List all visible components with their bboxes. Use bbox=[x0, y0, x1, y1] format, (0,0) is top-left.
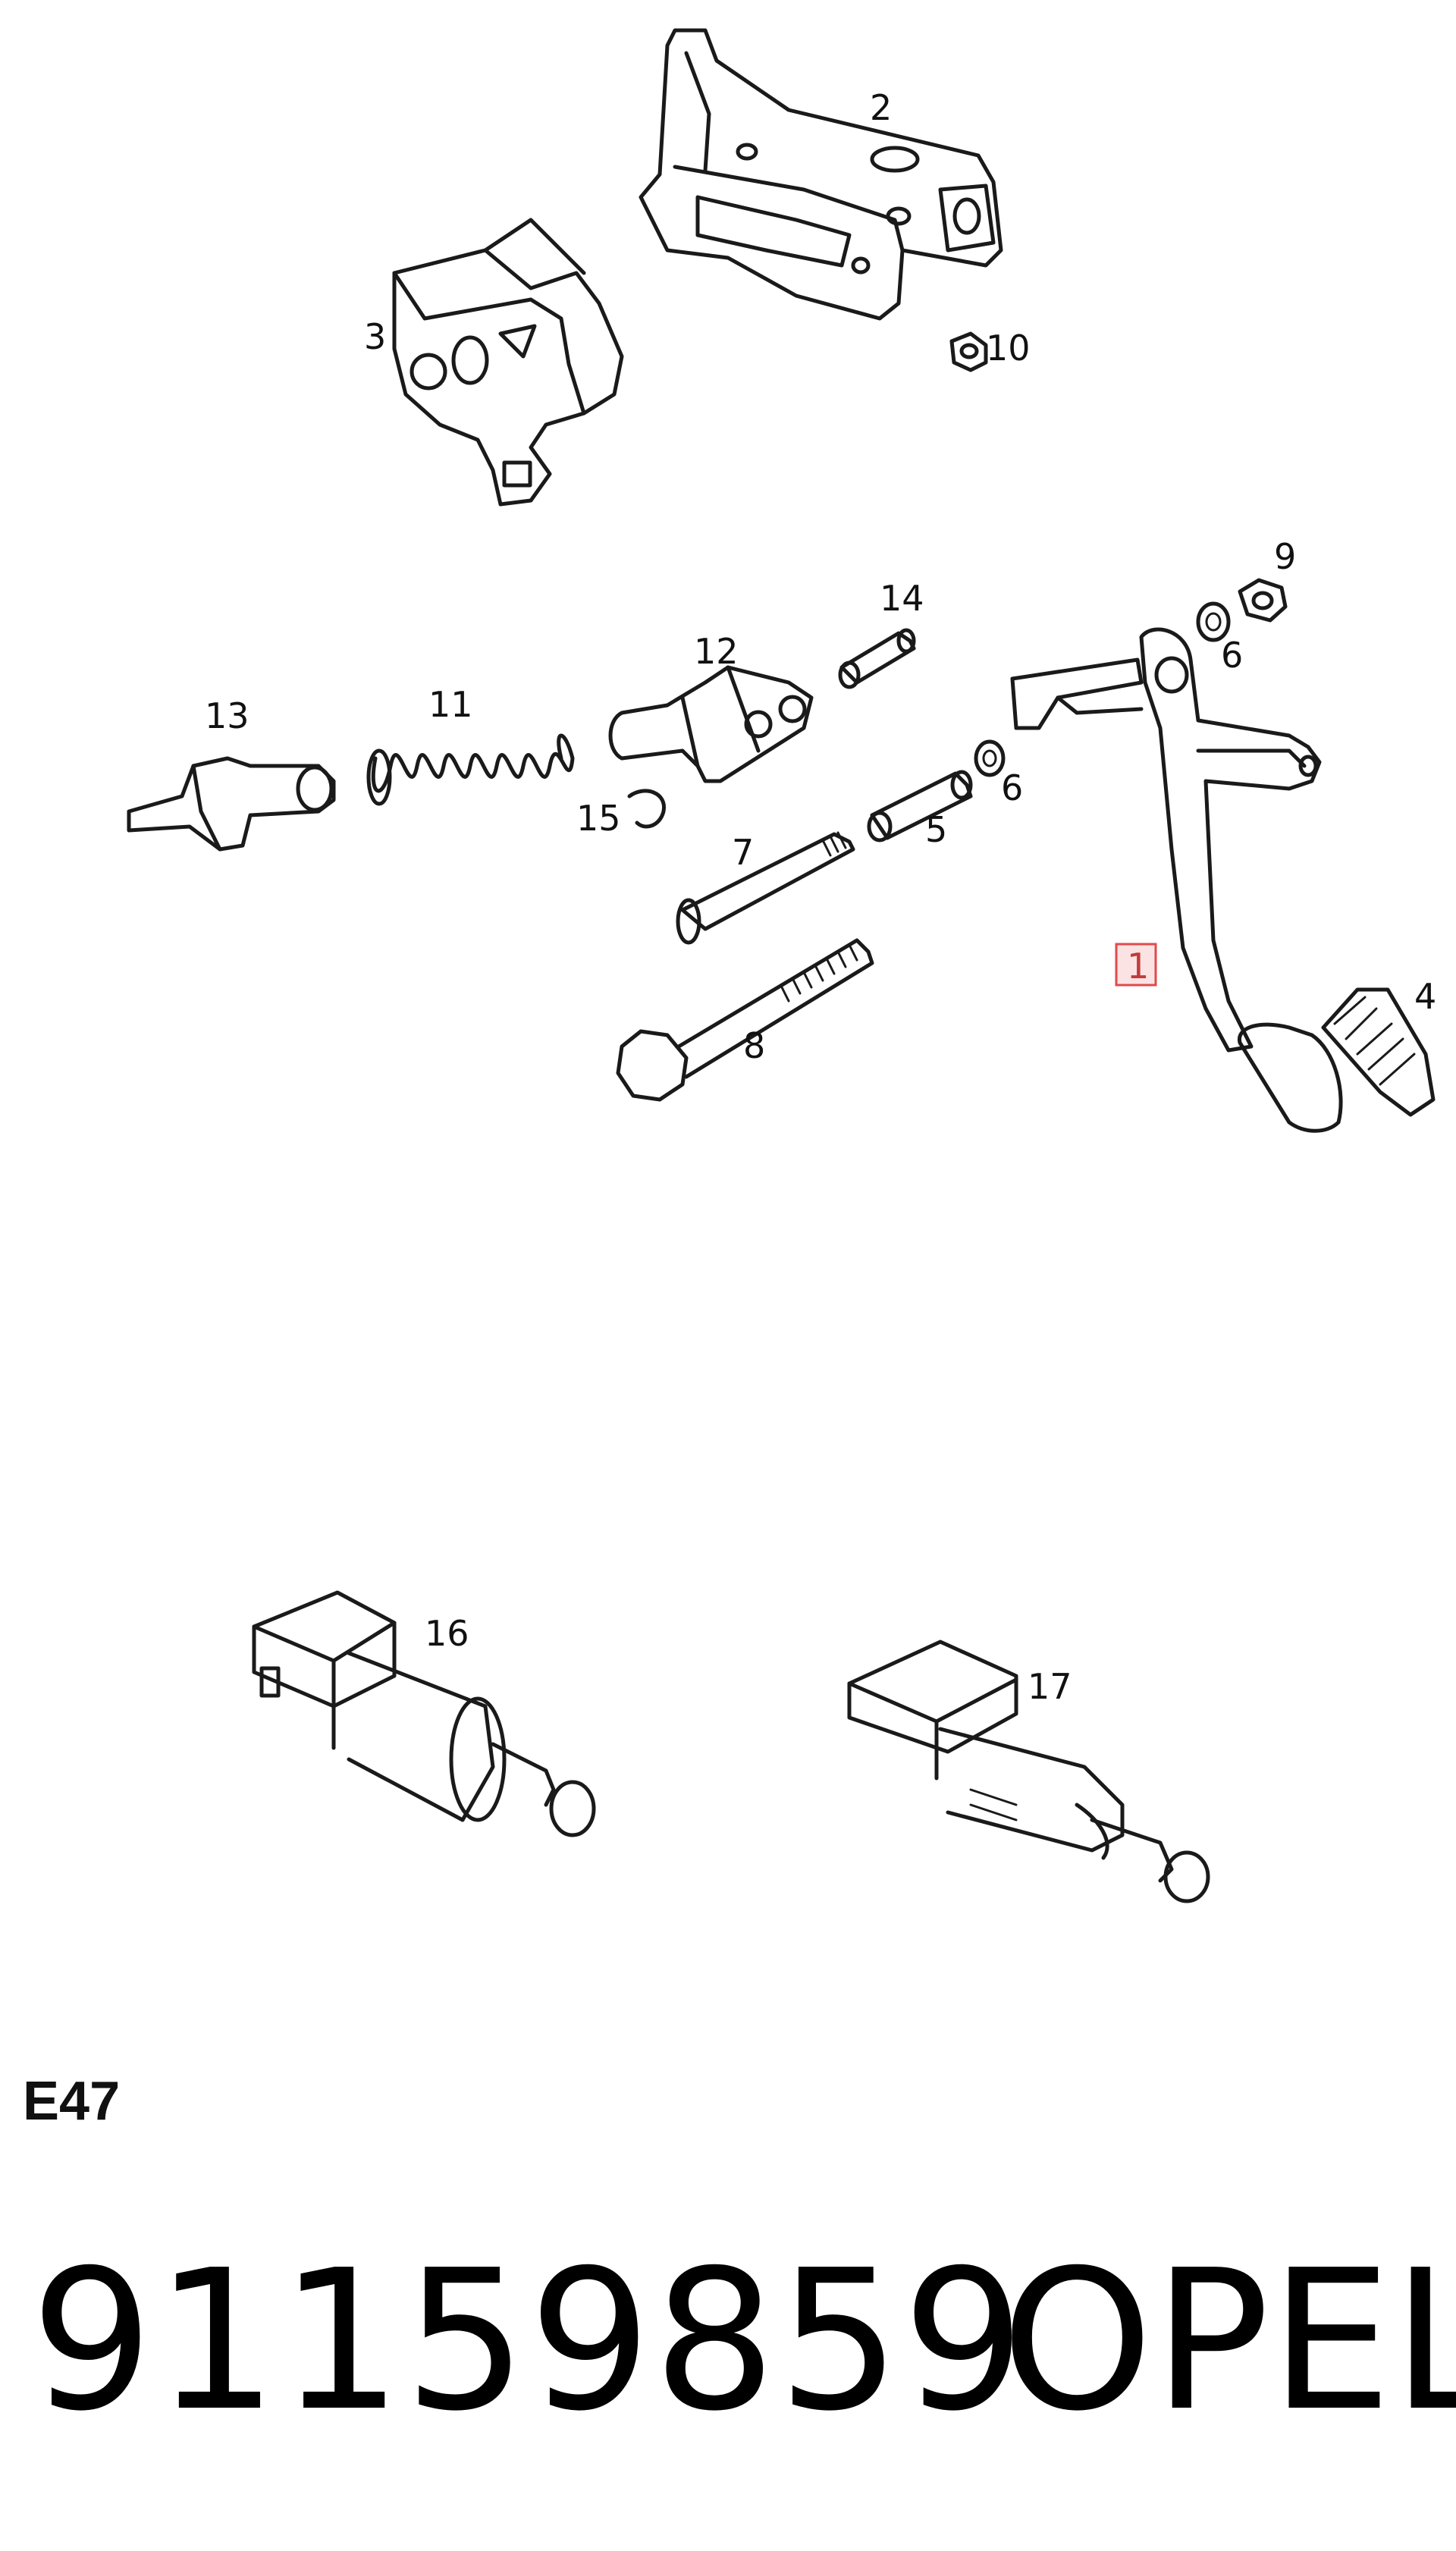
callout-3[interactable]: 3 bbox=[364, 316, 386, 357]
callout-13[interactable]: 13 bbox=[205, 695, 249, 736]
callout-12[interactable]: 12 bbox=[694, 631, 739, 672]
part-1-pedal bbox=[1010, 627, 1343, 1133]
part-12-clevis bbox=[608, 665, 814, 783]
part-11-spring bbox=[366, 733, 575, 806]
diagram-code: E47 bbox=[23, 2071, 121, 2132]
part-15-clip bbox=[627, 789, 666, 829]
callout-9[interactable]: 9 bbox=[1274, 536, 1296, 577]
callout-17[interactable]: 17 bbox=[1028, 1666, 1072, 1707]
part-13-pushrod bbox=[127, 756, 336, 852]
part-10-nut bbox=[949, 331, 988, 372]
part-14-pin bbox=[838, 628, 916, 689]
callout-2[interactable]: 2 bbox=[870, 87, 892, 128]
callout-1-highlight bbox=[1115, 943, 1157, 987]
callout-11[interactable]: 11 bbox=[428, 684, 473, 725]
part-17-switch bbox=[847, 1639, 1210, 1903]
part-5-sleeve bbox=[867, 770, 973, 842]
callout-7[interactable]: 7 bbox=[732, 832, 754, 873]
part-7-bolt bbox=[676, 831, 855, 945]
callout-15[interactable]: 15 bbox=[576, 798, 621, 839]
part-3-block bbox=[392, 218, 624, 507]
part-2-bracket bbox=[639, 28, 1003, 321]
callout-1[interactable]: 1 bbox=[1127, 946, 1149, 987]
part-6-circlip-lower bbox=[974, 739, 1006, 777]
part-6-circlip-upper bbox=[1196, 601, 1231, 642]
callout-16[interactable]: 16 bbox=[425, 1613, 469, 1654]
callout-10[interactable]: 10 bbox=[986, 328, 1031, 369]
callout-5[interactable]: 5 bbox=[925, 809, 947, 850]
brand-name: OPEL bbox=[1001, 2229, 1456, 2454]
part-number: 91159859 bbox=[30, 2229, 1027, 2454]
callout-8[interactable]: 8 bbox=[743, 1025, 765, 1066]
part-9-nut bbox=[1238, 578, 1288, 623]
callout-4[interactable]: 4 bbox=[1414, 976, 1436, 1017]
callout-6-lower[interactable]: 6 bbox=[1001, 767, 1023, 808]
callout-labels: 1 2 3 4 5 6 6 7 8 9 10 11 12 13 14 15 16… bbox=[205, 87, 1436, 1707]
part-4-pedal-pad bbox=[1321, 987, 1436, 1117]
part-16-switch bbox=[252, 1590, 596, 1837]
part-8-hex-bolt bbox=[616, 938, 874, 1102]
callout-14[interactable]: 14 bbox=[880, 578, 924, 619]
callout-6-upper[interactable]: 6 bbox=[1221, 635, 1243, 676]
